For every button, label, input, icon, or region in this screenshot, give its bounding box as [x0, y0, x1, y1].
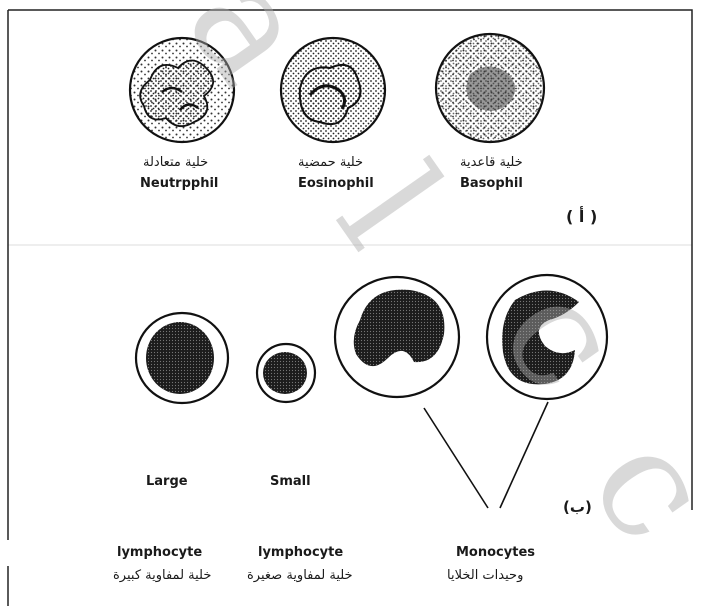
- monocytes-english-label: Monocytes: [456, 545, 535, 560]
- eosinophil-arabic-label: خلية حمضية: [298, 155, 363, 170]
- eosinophil-cell: [281, 38, 385, 142]
- small-word-label: Small: [270, 474, 311, 489]
- large-lymphocyte-cell: [136, 313, 228, 403]
- small-lymphocyte-arabic-label: خلية لمفاوية صغيرة: [247, 568, 353, 583]
- neutrophil-arabic-label: خلية متعادلة: [143, 155, 208, 170]
- monocytes-arabic-label: وحيدات الخلايا: [447, 568, 523, 583]
- monocyte-pointer-right: [500, 402, 548, 508]
- monocyte-cell-1: [335, 277, 459, 397]
- small-lymphocyte-cell: [257, 344, 315, 402]
- monocyte-pointer-left: [424, 408, 488, 508]
- large-lymphocyte-english-label: lymphocyte: [117, 545, 202, 560]
- small-lymphocyte-english-label: lymphocyte: [258, 545, 343, 560]
- eosinophil-english-label: Eosinophil: [298, 176, 374, 191]
- neutrophil-english-label: Neutrpphil: [140, 176, 218, 191]
- basophil-arabic-label: خلية قاعدية: [460, 155, 523, 170]
- basophil-cell: [436, 34, 544, 142]
- panel-a-marker: ( أ ): [566, 207, 597, 226]
- basophil-english-label: Basophil: [460, 176, 523, 191]
- large-word-label: Large: [146, 474, 188, 489]
- large-lymphocyte-arabic-label: خلية لمفاوية كبيرة: [113, 568, 211, 583]
- panel-b-marker: (ب): [563, 498, 592, 516]
